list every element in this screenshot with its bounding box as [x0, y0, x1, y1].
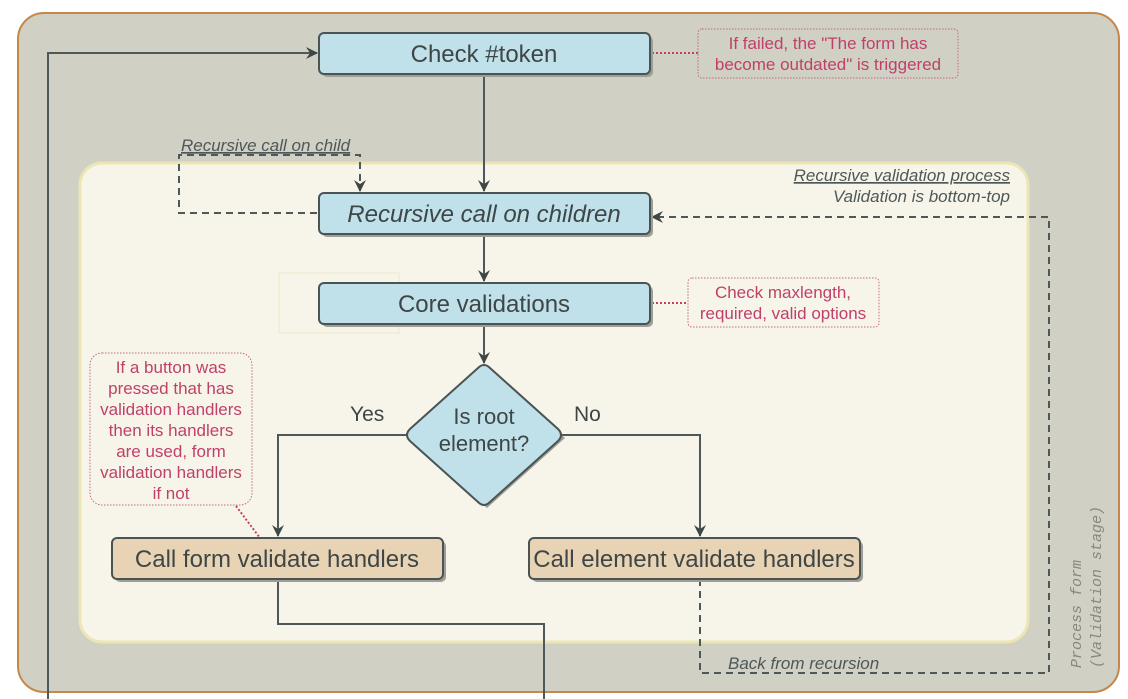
- note-core-line1: Check maxlength,: [715, 283, 851, 302]
- node-decision-is-root[interactable]: Is root element?: [406, 363, 565, 508]
- outer-lane-label-line1: Process form: [1069, 560, 1086, 668]
- node-element-handlers[interactable]: Call element validate handlers: [528, 537, 863, 582]
- note-button-line3: validation handlers: [100, 400, 242, 419]
- node-recursive-call-label: Recursive call on children: [347, 201, 620, 228]
- inner-lane-title: Recursive validation process: [794, 166, 1011, 185]
- note-button-line2: pressed that has: [108, 379, 234, 398]
- inner-lane-subtitle: Validation is bottom-top: [833, 187, 1010, 206]
- note-link-button: [235, 505, 261, 539]
- node-check-token[interactable]: Check #token: [318, 32, 653, 77]
- node-core-validations-label: Core validations: [398, 291, 570, 318]
- edge-form-handlers-exit: [277, 579, 545, 699]
- edge-loop-to-check-token: [47, 47, 318, 699]
- node-recursive-call[interactable]: Recursive call on children: [318, 192, 653, 237]
- edge-label-back-from-recursion: Back from recursion: [728, 654, 879, 673]
- note-button-line1: If a button was: [116, 358, 227, 377]
- node-core-validations[interactable]: Core validations: [318, 282, 653, 327]
- note-button-line4: then its handlers: [109, 421, 234, 440]
- edge-recursive-child-loop: [178, 154, 366, 214]
- edge-label-yes: Yes: [350, 403, 384, 426]
- edge-back-from-recursion: [651, 211, 1050, 674]
- outer-lane-label-line2: (Validation stage): [1089, 506, 1106, 668]
- note-token-failure: If failed, the "The form has become outd…: [697, 28, 959, 79]
- note-button-line6: validation handlers: [100, 463, 242, 482]
- edge-no-to-element-handlers: [562, 434, 706, 537]
- outer-lane-label: Process form (Validation stage): [1069, 506, 1106, 668]
- edge-label-no: No: [574, 403, 601, 426]
- node-form-handlers[interactable]: Call form validate handlers: [111, 537, 446, 582]
- note-token-line2: become outdated" is triggered: [715, 55, 941, 74]
- note-core-line2: required, valid options: [700, 304, 866, 323]
- note-button-handlers: If a button was pressed that has validat…: [89, 352, 253, 506]
- note-button-line5: are used, form: [116, 442, 226, 461]
- node-element-handlers-label: Call element validate handlers: [533, 546, 855, 573]
- note-core-checks: Check maxlength, required, valid options: [687, 277, 880, 328]
- edge-label-recursive-child: Recursive call on child: [181, 136, 351, 155]
- node-check-token-label: Check #token: [411, 41, 558, 68]
- node-decision-line2: element?: [439, 431, 530, 456]
- note-token-line1: If failed, the "The form has: [729, 34, 928, 53]
- node-form-handlers-label: Call form validate handlers: [135, 546, 419, 573]
- note-button-line7: if not: [153, 484, 190, 503]
- edge-yes-to-form-handlers: [272, 434, 406, 537]
- inner-lane-recursive-validation: [78, 161, 1030, 644]
- node-decision-line1: Is root: [453, 404, 514, 429]
